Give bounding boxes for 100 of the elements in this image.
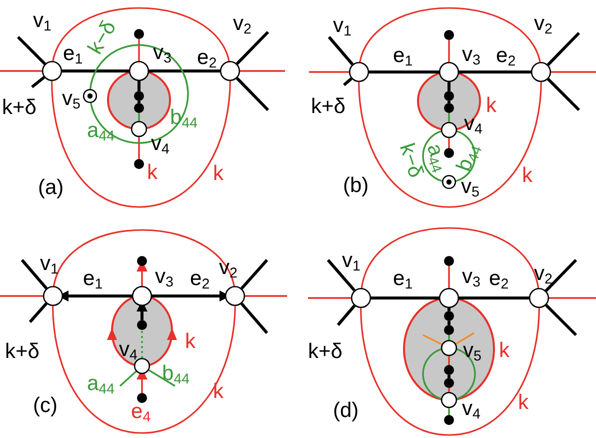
edge-line xyxy=(459,70,531,74)
edge-line xyxy=(448,321,450,325)
edge-line xyxy=(326,259,356,292)
edge-line xyxy=(369,70,439,74)
edge-line xyxy=(28,302,48,323)
edge-line xyxy=(245,295,287,297)
vertex-circle xyxy=(219,60,241,82)
edge-line xyxy=(448,335,450,340)
dot xyxy=(136,319,148,331)
edge-line xyxy=(138,39,140,61)
dot xyxy=(136,392,148,404)
edge-line xyxy=(422,334,442,346)
edge-line xyxy=(308,297,351,299)
edge-line xyxy=(336,304,356,326)
edge-line xyxy=(448,40,450,62)
edge-line xyxy=(455,332,474,345)
vertex-circle xyxy=(224,285,246,307)
edge-label: e$_{2}$ xyxy=(489,268,509,289)
edge-line xyxy=(551,71,596,73)
vertex-circle xyxy=(438,61,460,83)
edge-label: e$_{1}$ xyxy=(83,268,103,289)
edge-label: e$_{2}$ xyxy=(197,47,217,68)
edge-label: e$_{2}$ xyxy=(190,268,210,289)
dot xyxy=(443,310,455,322)
weight-label: k−δ xyxy=(84,17,120,58)
edge-line xyxy=(448,138,450,148)
edge-line xyxy=(138,113,140,121)
vertex-circle xyxy=(42,285,64,307)
panel-label: (b) xyxy=(343,175,369,196)
vertex-label: v$_{1}$ xyxy=(342,250,360,271)
vertex-label: v$_{5}$ xyxy=(62,88,80,109)
edge-label: a$_{44}$ xyxy=(87,373,115,394)
edge-line xyxy=(148,369,176,387)
vertex-circle xyxy=(440,339,458,357)
dot xyxy=(443,377,455,389)
edge-label: e$_{1}$ xyxy=(393,268,413,289)
edge-line xyxy=(448,266,450,288)
edge-label: e$_{1}$ xyxy=(63,43,83,64)
vertex-label: v$_{4}$ xyxy=(462,398,480,419)
edge-label: e$_{1}$ xyxy=(393,45,413,66)
edge-line xyxy=(0,295,43,297)
dot xyxy=(136,255,148,267)
dot xyxy=(443,324,455,336)
weight-label: k xyxy=(499,340,510,361)
edge-line xyxy=(119,370,137,387)
edge-line xyxy=(31,76,46,88)
edge-line xyxy=(448,356,450,365)
edge-line xyxy=(89,44,189,144)
marked-vertex-circle xyxy=(441,174,457,190)
vertex-circle xyxy=(350,287,372,309)
weight-label: k xyxy=(213,163,224,184)
vertex-label: v$_{2}$ xyxy=(534,13,552,34)
edge-line xyxy=(62,70,129,72)
edge-line xyxy=(328,36,354,66)
vertex-label: v$_{1}$ xyxy=(33,10,52,31)
edge-line xyxy=(141,330,143,358)
vertex-label: v$_{3}$ xyxy=(462,44,480,65)
weight-label: k−δ xyxy=(396,140,427,180)
edge-line xyxy=(138,101,140,103)
panel-label: (d) xyxy=(333,400,359,421)
edge-line xyxy=(371,296,439,300)
vertex-label: v$_{3}$ xyxy=(155,266,174,287)
weight-label: k+δ xyxy=(311,96,346,117)
vertex-label: v$_{3}$ xyxy=(462,266,480,287)
dot xyxy=(133,102,145,114)
edge-line xyxy=(16,36,46,65)
weight-label: k+δ xyxy=(308,341,342,362)
dot xyxy=(443,255,455,267)
weight-label: k+δ xyxy=(2,97,36,118)
edge-line xyxy=(343,77,352,86)
edge-line xyxy=(448,101,450,103)
dot xyxy=(443,90,455,102)
dot xyxy=(133,90,145,102)
panel-label: (a) xyxy=(38,177,64,198)
vertex-circle xyxy=(41,60,63,82)
dot xyxy=(443,102,455,114)
vertex-circle xyxy=(130,120,148,138)
edge-line xyxy=(448,308,450,311)
vertex-label: v$_{1}$ xyxy=(40,253,58,274)
panel-label: (c) xyxy=(33,395,58,416)
weight-label: k xyxy=(185,331,196,352)
edge-line xyxy=(448,82,450,91)
weight-label: k+δ xyxy=(5,341,40,362)
edge-line xyxy=(545,304,578,336)
weight-label: k xyxy=(486,95,496,116)
dot xyxy=(443,364,455,376)
dot xyxy=(443,414,455,426)
edge-line xyxy=(422,348,442,400)
dot xyxy=(133,158,145,170)
edge-line xyxy=(546,32,580,66)
edge-line xyxy=(448,113,450,122)
edge-label: e$_{4}$ xyxy=(131,401,151,422)
vertex-label: v$_{5}$ xyxy=(461,176,480,197)
edge-label: e$_{2}$ xyxy=(496,45,516,66)
edge-line xyxy=(448,408,450,415)
edge-line xyxy=(422,130,442,182)
edge-line xyxy=(448,388,450,392)
edge-line xyxy=(149,70,220,72)
edge-line xyxy=(456,348,476,400)
edge-line xyxy=(236,30,270,65)
